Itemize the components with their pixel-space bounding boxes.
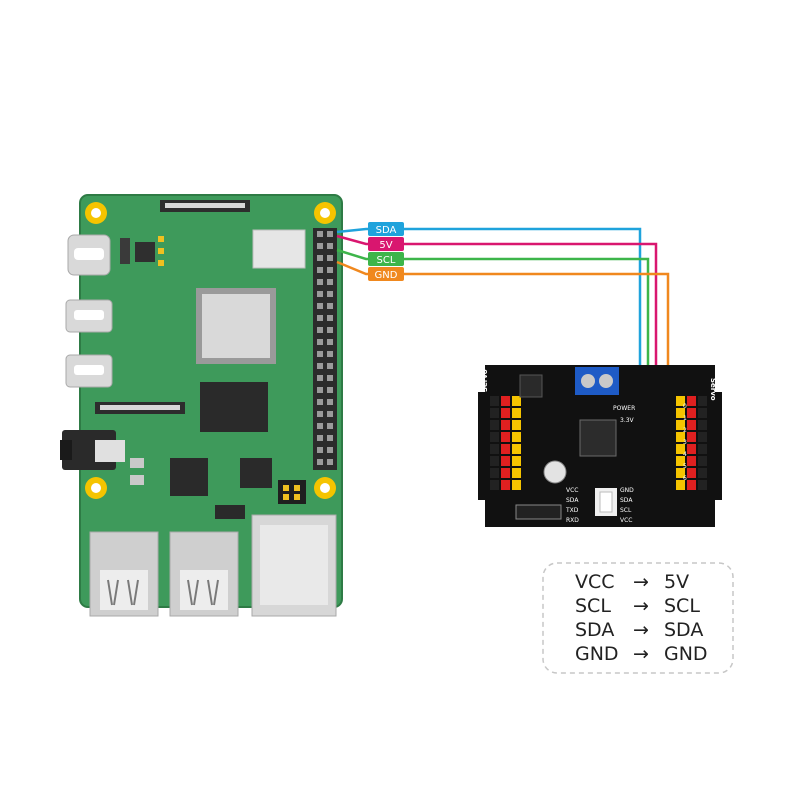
wire-tag-sda: SDA <box>368 222 404 236</box>
right-pin-gnd: GND <box>620 487 634 494</box>
channel-number: 4 <box>683 451 687 458</box>
servo-label-right: Servo <box>709 378 717 401</box>
servo-driver-board: Servo Servo POWER 3.3V VCC SDA TXD RXD G… <box>478 365 722 527</box>
mapping-to: GND <box>664 643 708 665</box>
mapping-arrow: → <box>633 643 649 665</box>
pin-label-txd: TXD <box>565 507 579 514</box>
mapping-from: SCL <box>575 595 611 617</box>
channel-number: 6 <box>683 475 687 482</box>
bottom-connectors <box>595 488 617 516</box>
svg-text:GND: GND <box>375 270 398 281</box>
channel-numbers: 0 1 2 3 4 5 6 <box>683 403 687 482</box>
channel-number: 1 <box>683 415 687 422</box>
channel-number: 3 <box>683 439 687 446</box>
mapping-arrow: → <box>633 619 649 641</box>
svg-text:SDA: SDA <box>376 225 397 236</box>
raspberry-pi-board <box>60 194 343 617</box>
usb-port-1 <box>89 531 159 617</box>
pin-label-rxd: RXD <box>566 517 579 524</box>
gpio-header <box>313 228 337 470</box>
serial-header <box>515 504 562 520</box>
wire-tags: SDA 5V SCL GND <box>368 222 404 281</box>
wifi-module <box>252 229 306 269</box>
mount-hole-top-left <box>85 202 107 224</box>
mapping-to: 5V <box>664 571 689 593</box>
right-pin-scl: SCL <box>620 507 632 514</box>
pin-label-vcc: VCC <box>566 487 578 494</box>
left-servo-headers <box>490 396 521 490</box>
ethernet-port <box>251 514 337 617</box>
right-servo-headers <box>676 396 707 490</box>
mapping-arrow: → <box>633 571 649 593</box>
mapping-from: SDA <box>575 619 614 641</box>
mount-hole-bottom-right <box>314 477 336 499</box>
mount-hole-bottom-left <box>85 477 107 499</box>
channel-number: 5 <box>683 463 687 470</box>
right-pin-vcc: VCC <box>620 517 632 524</box>
svg-text:SCL: SCL <box>377 255 396 266</box>
mapping-from: GND <box>575 643 619 665</box>
mapping-from: VCC <box>575 571 615 593</box>
svg-text:5V: 5V <box>379 240 392 251</box>
mapping-arrow: → <box>633 595 649 617</box>
mapping-to: SCL <box>664 595 700 617</box>
ram-chip <box>200 382 268 432</box>
capacitor <box>543 460 567 484</box>
channel-number: 2 <box>683 427 687 434</box>
right-pin-sda: SDA <box>620 497 633 504</box>
mapping-to: SDA <box>664 619 703 641</box>
mount-hole-top-right <box>314 202 336 224</box>
pin-label-sda: SDA <box>566 497 579 504</box>
usb-port-2 <box>169 531 239 617</box>
mcu-chip <box>579 419 617 457</box>
servo-label-left: Servo <box>481 369 489 392</box>
power-silk: POWER <box>613 405 635 412</box>
channel-number: 0 <box>683 403 687 410</box>
mcu-silk: 3.3V <box>620 417 635 424</box>
wire-tag-scl: SCL <box>368 252 404 266</box>
wire-tag-5v: 5V <box>368 237 404 251</box>
wire-tag-gnd: GND <box>368 267 404 281</box>
